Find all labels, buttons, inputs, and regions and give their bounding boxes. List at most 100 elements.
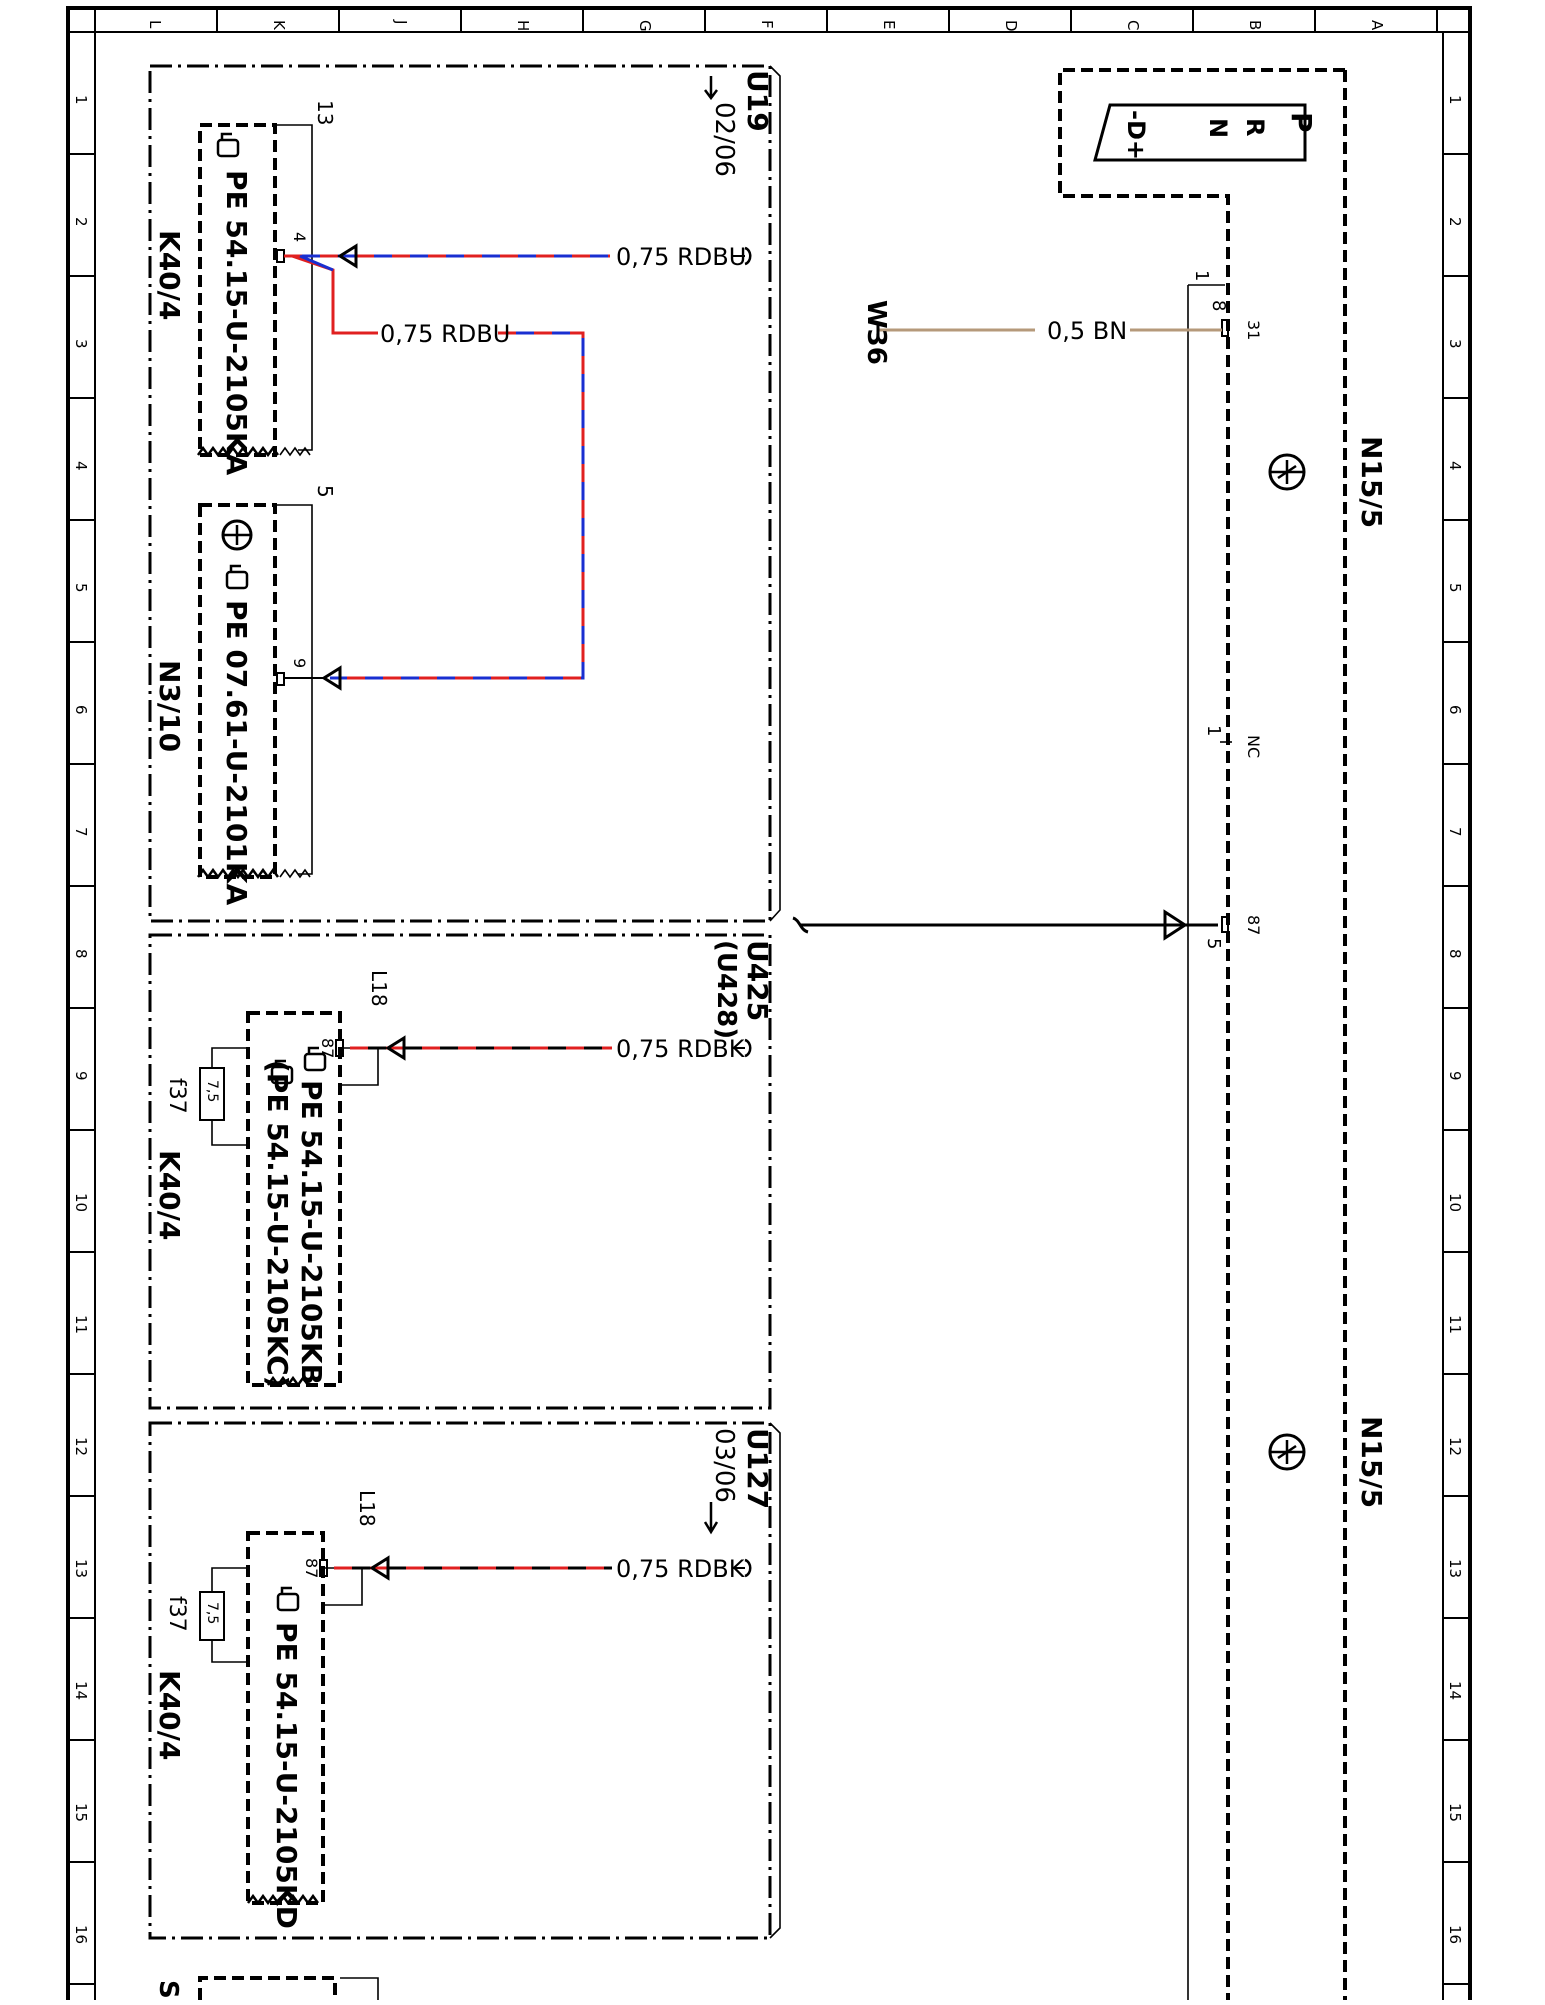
selector-n: N (1204, 118, 1232, 138)
zone-code-u19: U19 (741, 70, 774, 132)
n3-10-line: 5 (313, 485, 337, 498)
n15-5-label-top: N15/5 (1355, 436, 1388, 528)
selector-lever-plate (1093, 103, 1307, 162)
wire-break-icon (744, 1558, 752, 1578)
k40-4-c-fuse: f37 (164, 1596, 189, 1632)
pin-31-num: 8 (1208, 300, 1229, 311)
arrow-icon (703, 1502, 719, 1535)
k40-4-a-line: 13 (313, 100, 337, 125)
pin-87-term: 87 (1244, 915, 1263, 935)
zone-bracket (769, 65, 781, 922)
wire-break-icon (744, 246, 752, 266)
zone-bracket (769, 1422, 781, 1939)
break-line (196, 445, 280, 458)
row-label-left: 15 (72, 1803, 90, 1822)
zone-box-u425 (148, 933, 772, 1410)
row-label-left: 14 (72, 1681, 90, 1700)
pin-nc-term: NC (1244, 735, 1263, 758)
arrow-icon (337, 243, 358, 269)
arrow-icon (704, 76, 718, 101)
row-label-right: 9 (1446, 1071, 1464, 1081)
pin-connector (276, 249, 285, 263)
fuse-lead (211, 1567, 248, 1663)
row-label-right: 15 (1446, 1803, 1464, 1822)
column-label: J (392, 19, 410, 24)
break-line (279, 446, 311, 457)
column-label: L (146, 20, 164, 29)
arrow-icon (369, 1555, 390, 1581)
partial-component-label: S (153, 1980, 183, 1999)
row-label-right: 5 (1446, 583, 1464, 593)
arrow-icon (1163, 909, 1188, 941)
zone-ref-u19: 02/06 (709, 102, 739, 177)
zone-code-u127: U127 (741, 1428, 774, 1509)
fuse-lead (211, 1047, 248, 1146)
k40-4-c-line: L18 (355, 1490, 379, 1527)
selector-d: -D+ (1122, 110, 1150, 160)
row-label-right: 7 (1446, 827, 1464, 837)
arrow-icon (321, 665, 342, 691)
component-symbol-icon (221, 519, 253, 551)
row-label-left: 13 (72, 1559, 90, 1578)
row-label-left: 16 (72, 1925, 90, 1944)
zone-ref-u425: (U428) (711, 940, 741, 1039)
k40-4-b-fuse-value: 7,5 (204, 1080, 220, 1102)
zone-box-u19 (148, 64, 772, 923)
k40-4-c-name: K40/4 (153, 1670, 186, 1760)
row-label-left: 6 (72, 705, 90, 715)
n15-5-outline (1058, 68, 1345, 2000)
zone-code-u425: U425 (741, 940, 774, 1021)
k40-4-b-name: K40/4 (153, 1150, 186, 1240)
w36-label: W36 (861, 300, 891, 365)
row-label-left: 11 (72, 1315, 90, 1334)
selector-p: P (1285, 112, 1318, 133)
break-line (279, 868, 311, 879)
fuse-symbol (199, 1067, 225, 1121)
wire-rdbu (291, 254, 585, 680)
pin-mark-1: 1 (1191, 270, 1212, 281)
fuse-symbol (199, 1591, 225, 1641)
k40-4-a-outline (275, 124, 313, 451)
column-ticks (94, 8, 1438, 32)
k40-4-a-name: K40/4 (153, 230, 186, 320)
relay-terminal (340, 1047, 379, 1086)
wire-label-w3: 0,5 BN (1047, 317, 1127, 345)
k40-4-b-fuse: f37 (164, 1078, 189, 1114)
hand-pointer-icon (276, 1586, 300, 1612)
column-label: E (880, 20, 898, 29)
column-labels: L K J H G F E D C B A (146, 19, 1386, 32)
row-label-left: 7 (72, 827, 90, 837)
row-label-right: 13 (1446, 1559, 1464, 1578)
pin-connector (319, 1559, 328, 1577)
row-label-right: 10 (1446, 1193, 1464, 1212)
pin-87-num: 5 (1203, 938, 1224, 949)
component-symbol-icon (1268, 453, 1306, 491)
column-label: G (636, 20, 654, 32)
wire-label-w2: 0,75 RDBU (380, 320, 510, 348)
n3-10-pin: 9 (290, 658, 309, 668)
k40-4-c-pin: 87 (302, 1558, 321, 1578)
hand-pointer-icon (216, 132, 240, 158)
outer-frame (66, 6, 1472, 2005)
row-ticks (68, 153, 1470, 1985)
n3-10-box (198, 503, 277, 879)
wire-break-icon (792, 916, 809, 934)
pin-connector (276, 672, 285, 686)
k40-4-b-ref2: (PE 54.15-U-2105KC) (261, 1060, 294, 1388)
k40-4-b-line: L18 (367, 970, 391, 1007)
pin-31-term: 31 (1244, 320, 1263, 340)
k40-4-b-pin: 87 (318, 1038, 337, 1058)
row-label-right: 4 (1446, 461, 1464, 471)
row-label-right: 16 (1446, 1925, 1464, 1944)
n15-5-label-bottom: N15/5 (1355, 1416, 1388, 1508)
row-label-right: 8 (1446, 949, 1464, 959)
break-line (196, 867, 280, 880)
row-label-right: 2 (1446, 217, 1464, 227)
arrow-icon (385, 1035, 406, 1061)
k40-4-c-box (246, 1531, 325, 1905)
wire-label-w4: 0,75 RDBK (616, 1035, 746, 1063)
pin-nc-num: 1 (1203, 725, 1224, 736)
row-label-left: 1 (72, 95, 90, 105)
